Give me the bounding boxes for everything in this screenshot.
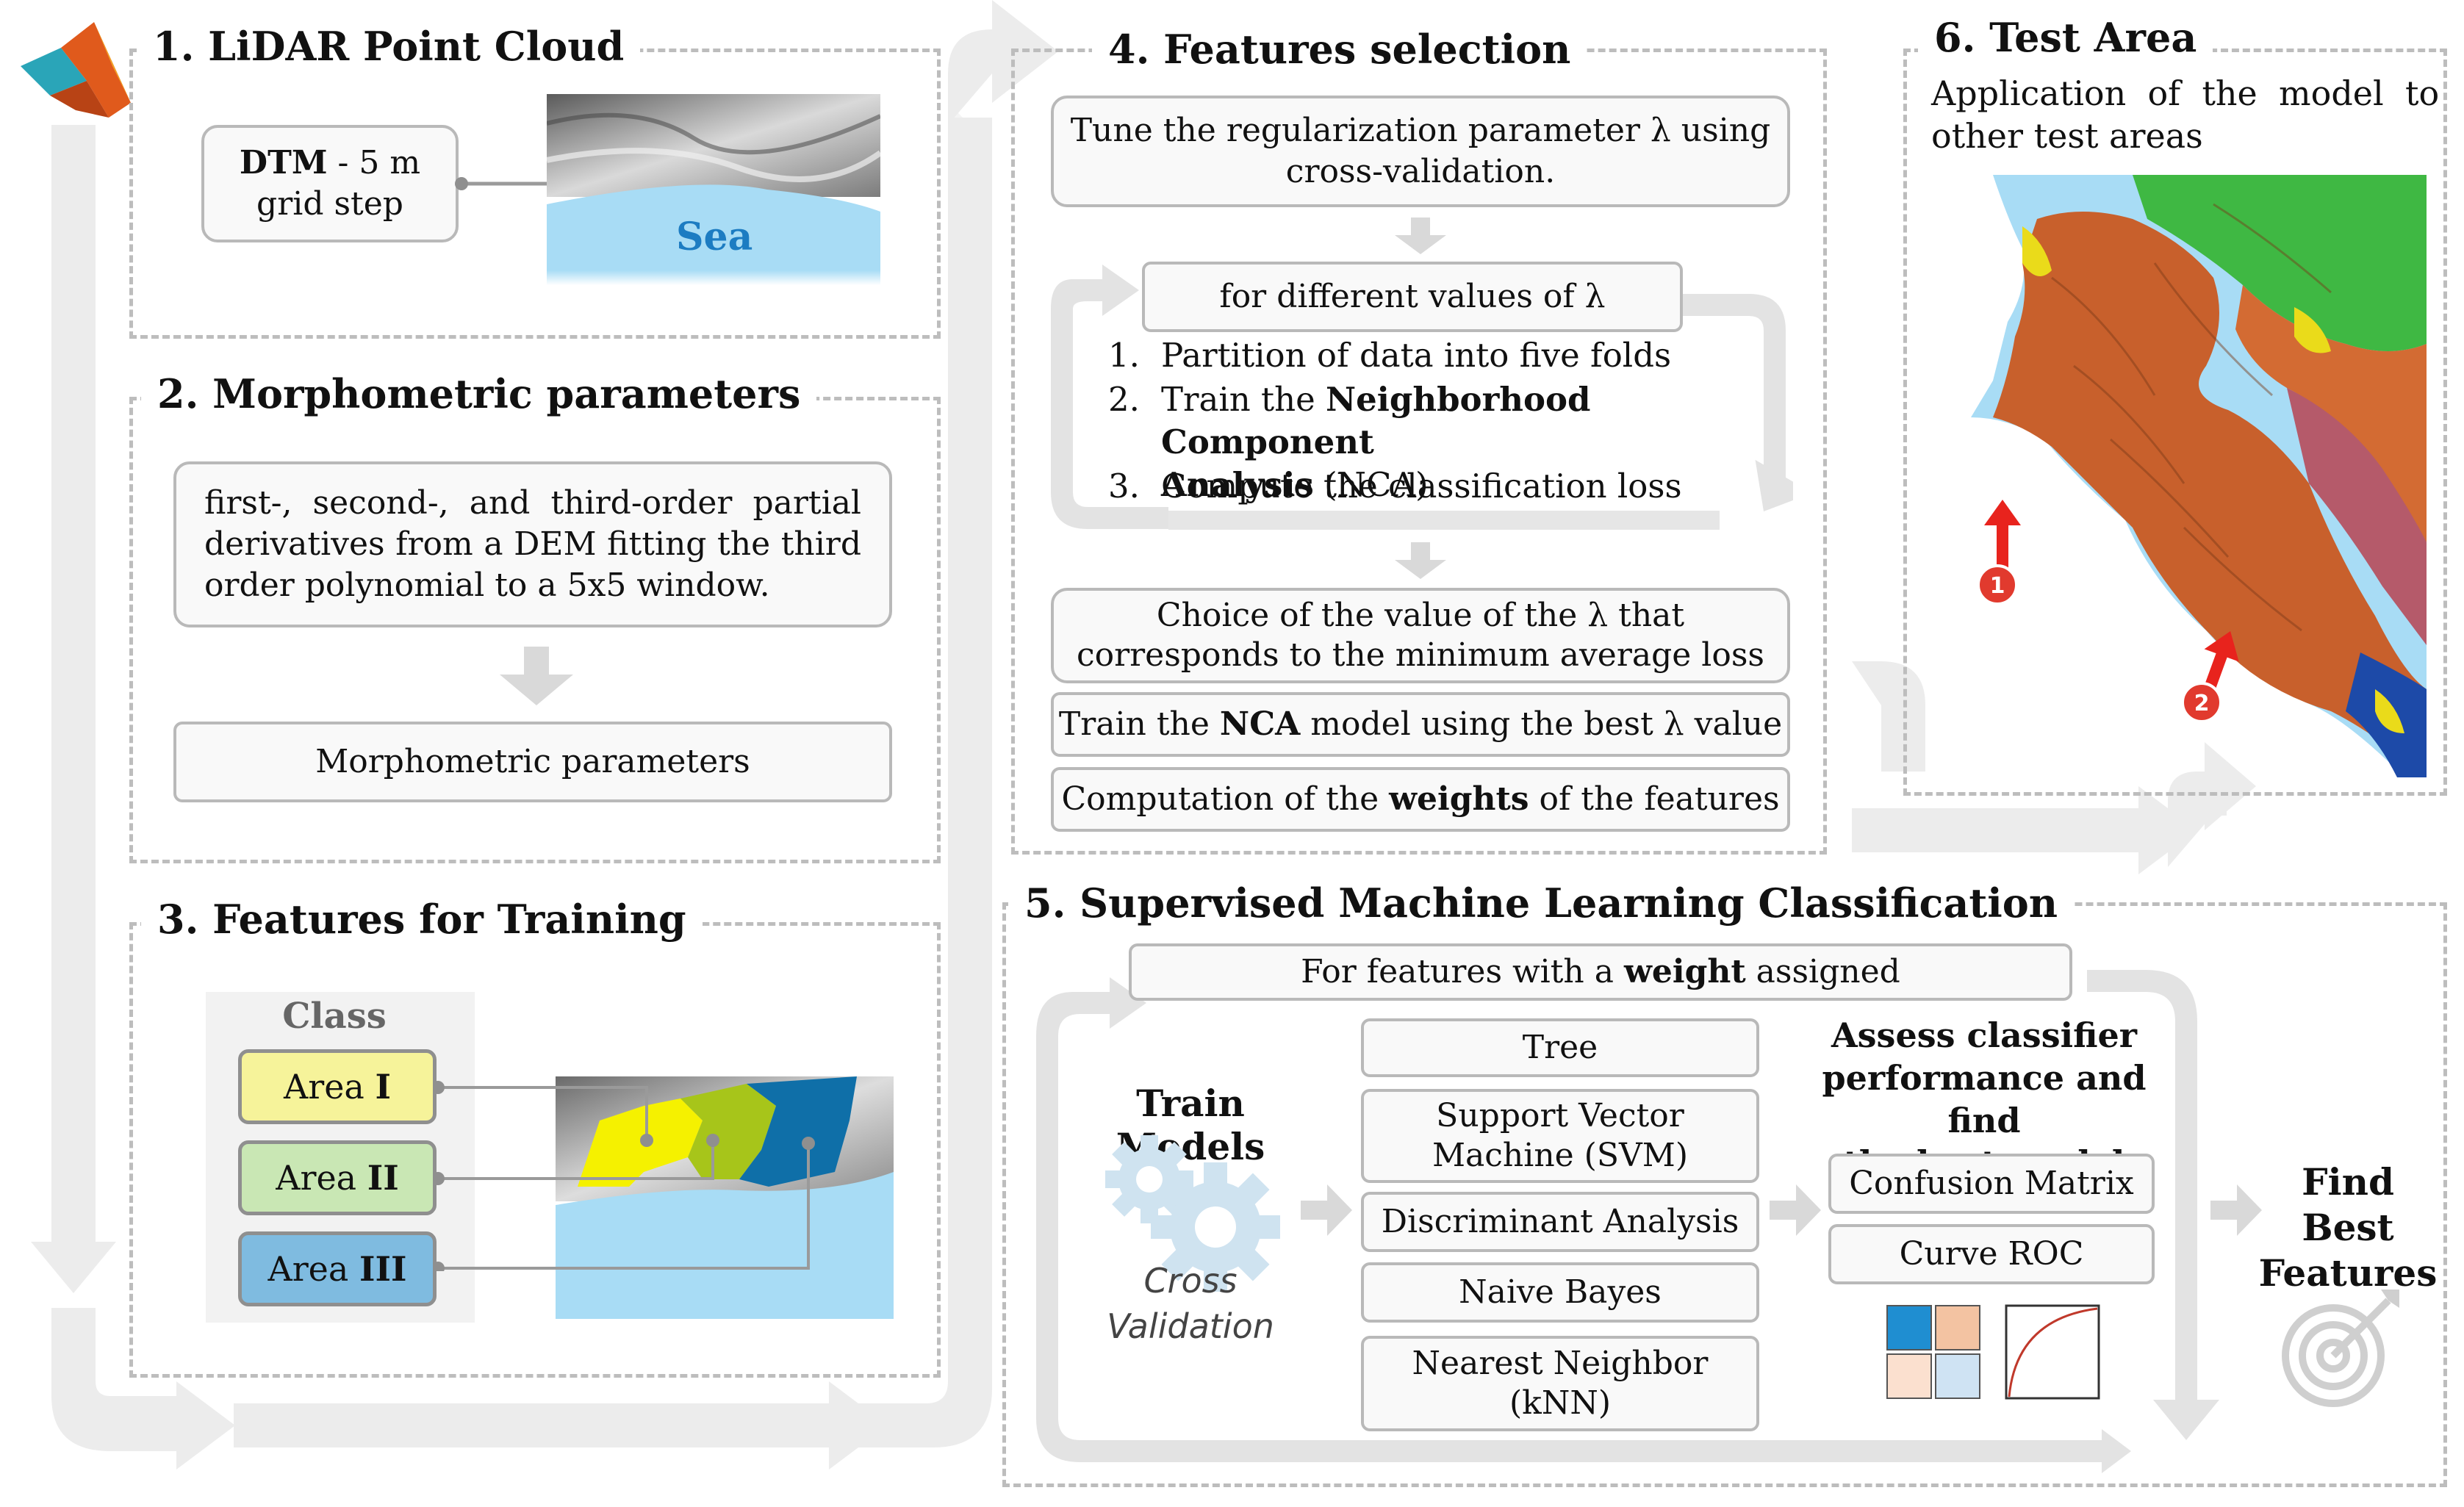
class-area-2-roman: II (367, 1158, 399, 1198)
right-arrow-icon (2210, 1184, 2262, 1236)
test-area-line2: other test areas (1931, 116, 2203, 156)
weights-post: of the features (1529, 780, 1780, 818)
dtm-rest: - 5 m (327, 144, 421, 181)
tune-lambda-box: Tune the regularization parameter λ usin… (1051, 96, 1790, 207)
model-discriminant: Discriminant Analysis (1361, 1192, 1759, 1252)
test-area-map (1971, 175, 2427, 777)
model-knn: Nearest Neighbor (kNN) (1361, 1336, 1759, 1431)
model-naive-bayes: Naive Bayes (1361, 1262, 1759, 1323)
derivatives-text: first-, second-, and third-order partial… (204, 484, 861, 604)
class-area-1-roman: I (375, 1067, 391, 1107)
panel-title-lidar: 1. LiDAR Point Cloud (137, 22, 641, 71)
class-area-3-prefix: Area (267, 1249, 359, 1289)
tune-line1: Tune the regularization parameter λ usin… (1070, 112, 1771, 149)
panel-title-morphometric: 2. Morphometric parameters (141, 370, 817, 418)
choice-line1: Choice of the value of the λ that (1156, 597, 1685, 634)
lambda-loop-header: for different values of λ (1142, 262, 1683, 332)
step-2-bold2: Analysis (1161, 465, 1314, 504)
assess-line1: Assess classifier (1831, 1015, 2138, 1055)
weighted-features-header: For features with a weight assigned (1129, 943, 2072, 1001)
weighted-bold: weight (1623, 953, 1746, 990)
dtm-hillshade-image (547, 94, 880, 285)
find-line2: Features (2258, 1251, 2438, 1295)
step-1-number: 1. (1108, 336, 1140, 375)
step-2-pre: Train the (1161, 380, 1326, 419)
step-3-text: Compute the classification loss (1161, 467, 1682, 506)
roc-curve-icon (2005, 1304, 2100, 1400)
dtm-bold: DTM (239, 144, 328, 181)
find-best-features-label: Find Best Features (2256, 1159, 2440, 1296)
train-nca-pre: Train the (1058, 705, 1220, 743)
choice-line2: corresponds to the minimum average loss (1076, 636, 1765, 674)
dtm-box: DTM - 5 m grid step (201, 125, 459, 242)
weights-pre: Computation of the (1061, 780, 1390, 818)
step-2-bold: Neighborhood Component (1161, 380, 1591, 461)
weighted-pre: For features with a (1301, 953, 1624, 990)
train-nca-box: Train the NCA model using the best λ val… (1051, 692, 1790, 757)
train-nca-post: model using the best λ value (1300, 705, 1783, 743)
model-tree: Tree (1361, 1018, 1759, 1077)
class-area-1-prefix: Area (283, 1067, 376, 1107)
loop-arrows (1051, 265, 1793, 530)
tune-line2: cross-validation. (1285, 153, 1556, 190)
step-3-number: 3. (1108, 467, 1140, 506)
down-arrow-icon (500, 647, 573, 705)
morphometric-output-box: Morphometric parameters (173, 722, 892, 802)
matlab-logo-icon (21, 22, 131, 118)
cv-line2: Validation (1107, 1306, 1274, 1346)
panel-title-features-selection: 4. Features selection (1092, 25, 1587, 73)
down-arrow-icon (1395, 217, 1446, 254)
model-svm: Support Vector Machine (SVM) (1361, 1089, 1759, 1183)
class-area-3: Area III (238, 1231, 437, 1306)
panel-title-test-area: 6. Test Area (1918, 13, 2213, 62)
class-connectors (434, 1081, 815, 1271)
class-area-2-prefix: Area (276, 1158, 367, 1198)
feature-weights-box: Computation of the weights of the featur… (1051, 767, 1790, 832)
dtm-connector (455, 177, 550, 190)
class-header: Class (282, 996, 387, 1037)
step-1-text: Partition of data into five folds (1161, 336, 1672, 375)
class-area-3-roman: III (359, 1249, 407, 1289)
cv-line1: Cross (1143, 1261, 1238, 1301)
nca-steps-list: 1. Partition of data into five folds 2. … (1108, 334, 1770, 518)
marker-arrow-1 (1984, 500, 2021, 573)
step-2-number: 2. (1108, 380, 1140, 419)
sea-label: Sea (676, 215, 753, 259)
weights-bold: weights (1389, 780, 1529, 818)
test-area-line1: Application of the model to (1931, 73, 2440, 113)
weighted-post: assigned (1745, 953, 1900, 990)
step-2-text: Train the Neighborhood Component Analysi… (1161, 378, 1771, 506)
dtm-line2: grid step (256, 185, 403, 223)
right-arrow-icon (1770, 1184, 1821, 1236)
down-arrow-icon (1395, 542, 1446, 579)
ml-loop-arrows (1036, 970, 2219, 1473)
choice-lambda-box: Choice of the value of the λ that corres… (1051, 588, 1790, 683)
marker-1-badge: 1 (1977, 564, 2018, 605)
gears-icon (1105, 1135, 1280, 1292)
curve-roc-box: Curve ROC (1828, 1224, 2155, 1284)
cross-validation-label: Cross Validation (1073, 1258, 1308, 1349)
find-line1: Find Best (2302, 1160, 2394, 1249)
confusion-matrix-box: Confusion Matrix (1828, 1154, 2155, 1214)
derivatives-box: first-, second-, and third-order partial… (173, 461, 892, 627)
test-area-description: Application of the model to other test a… (1931, 72, 2440, 157)
right-arrow-icon (1301, 1184, 1352, 1236)
class-area-2: Area II (238, 1140, 437, 1215)
assess-line2: performance and find (1822, 1058, 2147, 1140)
panel-title-training: 3. Features for Training (141, 895, 703, 943)
confusion-matrix-icon (1886, 1305, 1980, 1399)
target-icon (2282, 1290, 2399, 1407)
panel-title-ml-classification: 5. Supervised Machine Learning Classific… (1008, 879, 2075, 927)
marker-2-badge: 2 (2181, 682, 2222, 723)
step-2-post: (NCA) (1313, 465, 1429, 504)
train-nca-bold: NCA (1219, 705, 1301, 743)
class-area-1: Area I (238, 1049, 437, 1124)
